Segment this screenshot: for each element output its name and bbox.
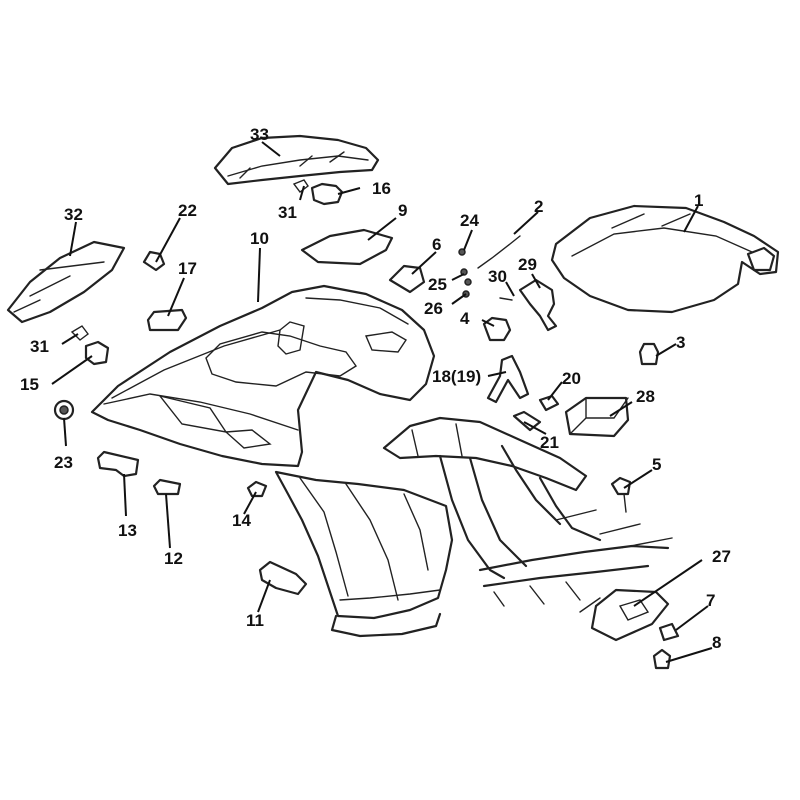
part-clip-22: [142, 250, 166, 272]
callout-32: 32: [64, 205, 83, 224]
part-tail-light: [292, 179, 344, 206]
part-cover-6: [388, 264, 426, 294]
part-skid-plate: [590, 588, 670, 642]
part-bolt-21: [512, 410, 542, 432]
callout-4: 4: [460, 309, 470, 328]
part-bolt-8: [652, 648, 672, 670]
callout-7: 7: [706, 591, 715, 610]
part-bracket-11: [258, 560, 308, 596]
part-bracket-29: [499, 278, 558, 332]
part-frame: [382, 416, 673, 613]
part-panel-9: [300, 228, 394, 266]
callout-23: 23: [54, 453, 73, 472]
callout-9: 9: [398, 201, 407, 220]
part-side-panel: [6, 240, 126, 324]
callout-2: 2: [534, 197, 543, 216]
callout-12: 12: [164, 549, 183, 568]
leader-lines: [51, 141, 713, 663]
callout-8: 8: [712, 633, 721, 652]
callout-20: 20: [562, 369, 581, 388]
callout-31-left: 31: [30, 337, 49, 356]
callout-33: 33: [250, 125, 269, 144]
part-strip-12: [152, 478, 182, 496]
callout-27: 27: [712, 547, 731, 566]
callout-28: 28: [636, 387, 655, 406]
callout-14: 14: [232, 511, 251, 530]
callout-10: 10: [250, 229, 269, 248]
part-rear-fender: [90, 284, 436, 468]
part-grommet-23: [53, 399, 75, 421]
part-clip-14: [246, 480, 268, 498]
part-fastener-5: [610, 476, 632, 513]
callout-21: 21: [540, 433, 559, 452]
part-lamp-15: [70, 325, 110, 366]
part-cap-4: [482, 316, 512, 342]
callout-31-top: 31: [278, 203, 297, 222]
part-box-28: [564, 396, 630, 438]
part-grommet-3: [638, 342, 660, 366]
part-stand-18: [486, 354, 530, 404]
callout-30: 30: [488, 267, 507, 286]
callout-3: 3: [676, 333, 685, 352]
callout-1: 1: [694, 191, 703, 210]
callout-11: 11: [246, 611, 264, 630]
part-rear-rack-cover: [213, 134, 380, 186]
callout-6: 6: [432, 235, 441, 254]
part-bolt-7: [658, 622, 680, 642]
callout-16: 16: [372, 179, 391, 198]
callout-17: 17: [178, 259, 197, 278]
part-seat: [550, 204, 780, 314]
callout-24: 24: [460, 211, 479, 230]
callout-5: 5: [652, 455, 661, 474]
callout-18-19: 18(19): [432, 367, 481, 386]
callout-22: 22: [178, 201, 197, 220]
callout-13: 13: [118, 521, 137, 540]
callout-labels: 1 2 3 4 5 6 7 8 9 10 11 12 13 14 15 16 1…: [20, 125, 731, 652]
callout-29: 29: [518, 255, 537, 274]
part-lower-fender: [274, 470, 454, 638]
callout-26: 26: [424, 299, 443, 318]
part-bolt-20: [538, 394, 560, 412]
callout-25: 25: [428, 275, 447, 294]
part-reflector-17: [146, 308, 188, 332]
callout-15: 15: [20, 375, 39, 394]
part-strip-13: [96, 450, 140, 478]
